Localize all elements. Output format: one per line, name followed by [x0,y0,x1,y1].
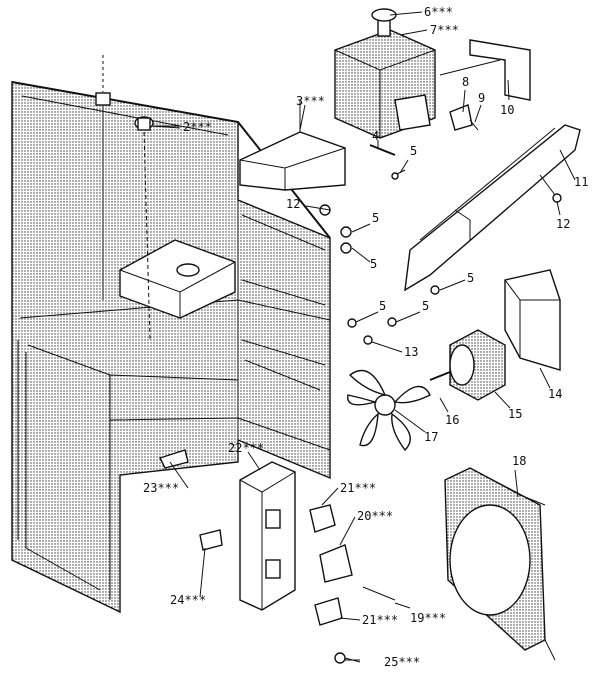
callout-label: 18 [512,454,526,468]
callout-label: 8 [462,75,469,89]
callout-label: 17 [424,430,438,444]
callout-label: 9 [478,91,485,105]
callout-label: 19*** [410,611,446,625]
screw-25-part [334,652,361,664]
top-bracket-part [439,39,531,101]
callout-label: 24*** [170,593,206,607]
magnetron-bracket-part [239,100,346,191]
clip-part [95,55,111,300]
callout-label: 5 [410,144,417,158]
leader-lines [151,11,576,661]
motor-bracket-part [504,269,561,371]
rail-bracket-part [404,124,581,292]
grommet-part [134,116,180,341]
fan-shroud-part [444,467,556,661]
callout-label: 25*** [384,655,420,669]
callout-label: 23*** [143,481,179,495]
magnetron-part [334,8,436,139]
oven-chassis [11,81,331,614]
callout-label: 15 [508,407,522,421]
callout-label: 5 [370,257,377,271]
switch-parts [309,504,396,626]
pin-part [369,144,406,180]
clip-parts [159,449,223,551]
callout-label: 16 [445,413,459,427]
callout-labels: 6*** 7*** 8 9 10 2*** 3*** 4 5 11 12 5 5… [143,5,588,669]
callout-label: 5 [422,299,429,313]
waveguide-box [119,239,236,319]
callout-label: 12 [286,197,300,211]
callout-label: 21*** [340,481,376,495]
callout-label: 5 [379,299,386,313]
callout-label: 5 [372,211,379,225]
callout-label: 21*** [362,613,398,627]
thermal-parts [449,104,479,131]
switch-holder-part [239,461,296,611]
callout-label: 12 [556,217,570,231]
callout-label: 14 [548,387,562,401]
fan-motor-part [429,329,506,401]
callout-label: 4 [372,129,379,143]
callout-label: 20*** [357,509,393,523]
fan-blade-part [347,369,431,452]
callout-label: 6*** [424,5,453,19]
callout-label: 5 [467,271,474,285]
callout-label: 22*** [228,441,264,455]
callout-label: 13 [404,345,418,359]
callout-label: 2*** [183,120,212,134]
callout-label: 7*** [430,23,459,37]
callout-label: 3*** [296,94,325,108]
callout-label: 11 [574,175,588,189]
callout-label: 10 [500,103,514,117]
